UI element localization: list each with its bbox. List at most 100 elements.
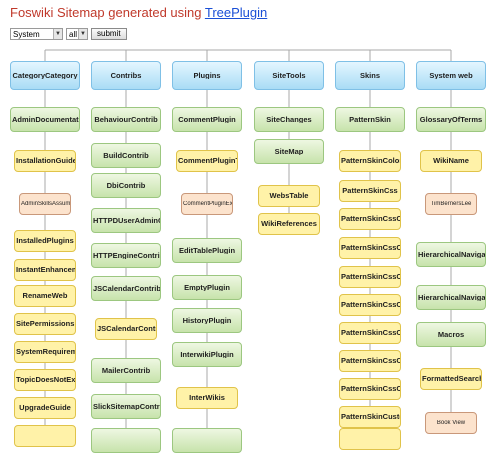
topic-node[interactable]: HierarchicalNavigation <box>416 242 486 267</box>
topic-node[interactable]: HierarchicalNavigationChildExample <box>416 285 486 310</box>
web-select[interactable]: System ▼ <box>10 28 63 40</box>
topic-node[interactable]: JSCalendarContribInline <box>95 318 157 340</box>
topic-node[interactable]: Macros <box>416 322 486 347</box>
topic-node[interactable]: PatternSkinCssCookbookCenterPage <box>339 237 401 259</box>
topic-node-label: GlossaryOfTerms <box>419 115 483 124</box>
topic-node[interactable]: HistoryPlugin <box>172 308 242 333</box>
topic-node[interactable]: TimBernersLee <box>425 193 477 215</box>
topic-node-label: Macros <box>437 330 465 339</box>
topic-node[interactable]: PatternSkinCssCookbookFonts <box>339 322 401 344</box>
category-node-contribs[interactable]: Contribs <box>91 61 161 90</box>
topic-node[interactable]: GlossaryOfTerms <box>416 107 486 132</box>
topic-node[interactable]: PatternSkinCssCookbookEditTableStyle <box>339 294 401 316</box>
topic-node[interactable]: PatternSkinColorSettings <box>339 150 401 172</box>
topic-node[interactable]: WikiName <box>420 150 482 172</box>
topic-node[interactable]: AdminDocumentation <box>10 107 80 132</box>
topic-node[interactable]: MailerContrib <box>91 358 161 383</box>
topic-node[interactable]: PatternSkinCssCookbookCenterPageBorder <box>339 266 401 288</box>
topic-node-label: AdminDocumentation <box>12 115 79 124</box>
topic-node[interactable]: Book View <box>425 412 477 434</box>
topic-node-label: BehaviourContrib <box>94 115 158 124</box>
topic-node[interactable]: EmptyPlugin <box>172 275 242 300</box>
topic-node[interactable]: HTTPDUserAdminContrib <box>91 208 161 233</box>
topic-node-label: WikiName <box>433 157 469 165</box>
topic-node-label: PatternSkinCssCookbook <box>341 215 400 223</box>
topic-node-label: PatternSkinColorSettings <box>341 157 400 165</box>
topic-node-label: SystemRequirements <box>16 348 75 356</box>
topic-node[interactable]: HTTPEngineContrib <box>91 243 161 268</box>
topic-node-label: PatternSkinCssCookbookNoTopBar <box>341 385 400 393</box>
title-prefix: Foswiki Sitemap generated using <box>10 5 205 20</box>
topic-node[interactable]: PatternSkin <box>335 107 405 132</box>
topic-node-label: TimBernersLee <box>430 201 472 207</box>
topic-node[interactable]: PatternSkinCustomization <box>339 406 401 428</box>
topic-node-label: PatternSkin <box>349 115 391 124</box>
category-node-label: CategoryCategory <box>12 71 78 80</box>
category-node-label: Contribs <box>110 71 142 80</box>
topic-node-label: Book View <box>436 420 466 426</box>
topic-node[interactable]: SlickSitemapContrib <box>91 394 161 419</box>
topic-node[interactable]: DbiContrib <box>91 173 161 198</box>
topic-node[interactable]: PatternSkinCss <box>339 180 401 202</box>
topic-node[interactable]: AdminSkillsAssumptions <box>19 193 71 215</box>
topic-node[interactable]: UpgradeGuide <box>14 397 76 419</box>
chevron-down-icon: ▼ <box>53 29 62 39</box>
topic-node[interactable]: SiteChanges <box>254 107 324 132</box>
category-node-label: System web <box>429 71 473 80</box>
topic-node-label: UpgradeGuide <box>19 404 71 412</box>
topic-node[interactable]: InstantEnhancements <box>14 259 76 281</box>
topic-node-label: MailerContrib <box>101 366 151 375</box>
topic-node[interactable]: FormattedSearch <box>420 368 482 390</box>
topic-node[interactable]: CommentPlugin <box>172 107 242 132</box>
topic-node[interactable]: InterwikiPlugin <box>172 342 242 367</box>
topic-node[interactable]: CommentPluginTemplate <box>176 150 238 172</box>
topic-node-label: CommentPluginTemplate <box>178 157 237 165</box>
topic-node-label: WebsTable <box>269 192 309 200</box>
topic-node-label: HierarchicalNavigation <box>418 250 485 259</box>
category-node-plugins[interactable]: Plugins <box>172 61 242 90</box>
topic-node[interactable]: BehaviourContrib <box>91 107 161 132</box>
topic-node[interactable]: WikiReferences <box>258 213 320 235</box>
topic-node[interactable] <box>339 428 401 450</box>
topic-node-label: PatternSkinCssCookbookCenterPageBorder <box>341 273 400 281</box>
topic-node-label: RenameWeb <box>22 292 68 300</box>
topic-node[interactable]: SitePermissions <box>14 313 76 335</box>
topic-node-label: SiteChanges <box>266 115 312 124</box>
topic-node-label: PatternSkinCssCookbookFonts <box>341 329 400 337</box>
topic-node[interactable]: WebsTable <box>258 185 320 207</box>
topic-node-label: JSCalendarContribInline <box>97 325 156 333</box>
topic-node[interactable]: SiteMap <box>254 139 324 164</box>
topic-node[interactable]: JSCalendarContrib <box>91 276 161 301</box>
topic-node[interactable]: InstalledPlugins <box>14 230 76 252</box>
topic-node-label: HistoryPlugin <box>182 316 232 325</box>
category-node-categorycategory[interactable]: CategoryCategory <box>10 61 80 90</box>
topic-node[interactable]: SystemRequirements <box>14 341 76 363</box>
topic-node-label: SitePermissions <box>16 320 75 328</box>
category-node-skins[interactable]: Skins <box>335 61 405 90</box>
category-node-label: Plugins <box>193 71 221 80</box>
topic-node[interactable]: RenameWeb <box>14 285 76 307</box>
topic-node-label: DbiContrib <box>106 181 146 190</box>
topic-node-label: HTTPDUserAdminContrib <box>93 216 160 225</box>
topic-node-label: InterWikis <box>189 394 225 402</box>
topic-node[interactable]: InterWikis <box>176 387 238 409</box>
treeplugin-link[interactable]: TreePlugin <box>204 5 268 20</box>
topic-node-label: FormattedSearch <box>422 375 481 383</box>
submit-button[interactable]: submit <box>91 28 127 40</box>
category-node-system-web[interactable]: System web <box>416 61 486 90</box>
topic-node[interactable]: InstallationGuide <box>14 150 76 172</box>
topic-node[interactable]: BuildContrib <box>91 143 161 168</box>
topic-node-label: CommentPlugin <box>178 115 236 124</box>
topic-node[interactable]: PatternSkinCssCookbookNoLeftBar <box>339 350 401 372</box>
topic-node-label: InstalledPlugins <box>16 237 74 245</box>
tree-connector-lines <box>44 49 452 428</box>
topic-node[interactable]: TopicDoesNotExistViewTemplate <box>14 369 76 391</box>
topic-node[interactable]: EditTablePlugin <box>172 238 242 263</box>
scope-select[interactable]: all ▼ <box>66 28 88 40</box>
topic-node[interactable]: PatternSkinCssCookbook <box>339 208 401 230</box>
topic-node[interactable] <box>14 425 76 447</box>
topic-node-label: SiteMap <box>274 147 304 156</box>
topic-node[interactable]: PatternSkinCssCookbookNoTopBar <box>339 378 401 400</box>
topic-node[interactable]: CommentPluginExamples <box>181 193 233 215</box>
category-node-sitetools[interactable]: SiteTools <box>254 61 324 90</box>
